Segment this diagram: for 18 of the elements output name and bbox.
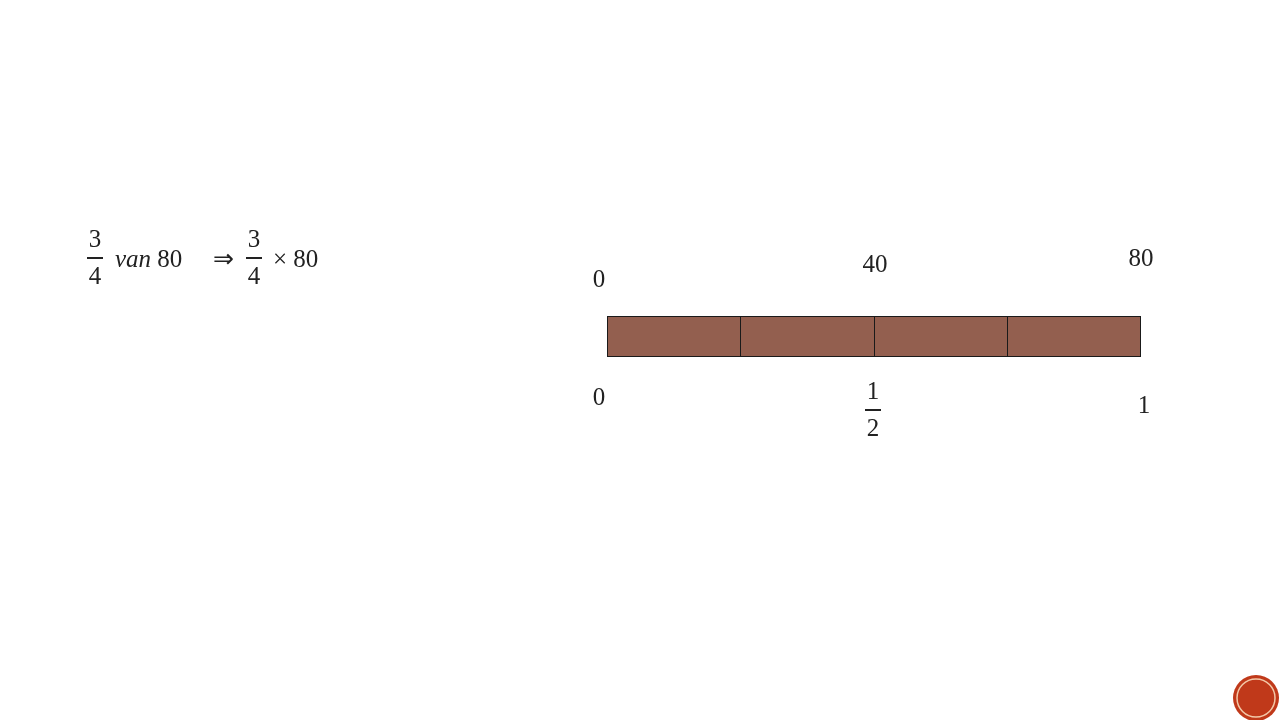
math-text: 2 <box>866 414 880 440</box>
math-text: 1 <box>866 377 880 403</box>
math-text: 4 <box>247 262 261 288</box>
math-text: 0 <box>592 383 606 409</box>
math-text: van 80 <box>115 245 183 271</box>
math-text: 0 <box>592 265 606 291</box>
bar-segment <box>873 316 1008 357</box>
math-text: 80 <box>1128 244 1154 270</box>
math-text: 4 <box>88 262 102 288</box>
math-text: 1 <box>1137 391 1151 417</box>
bar-segment <box>607 316 742 357</box>
math-text: × 80 <box>273 245 319 271</box>
math-text: 3 <box>88 225 102 251</box>
math-text: ⇒ <box>213 245 234 271</box>
math-text: 40 <box>862 250 888 276</box>
math-text: 3 <box>247 225 261 251</box>
bar-segment <box>1006 316 1141 357</box>
bar-segment <box>740 316 875 357</box>
